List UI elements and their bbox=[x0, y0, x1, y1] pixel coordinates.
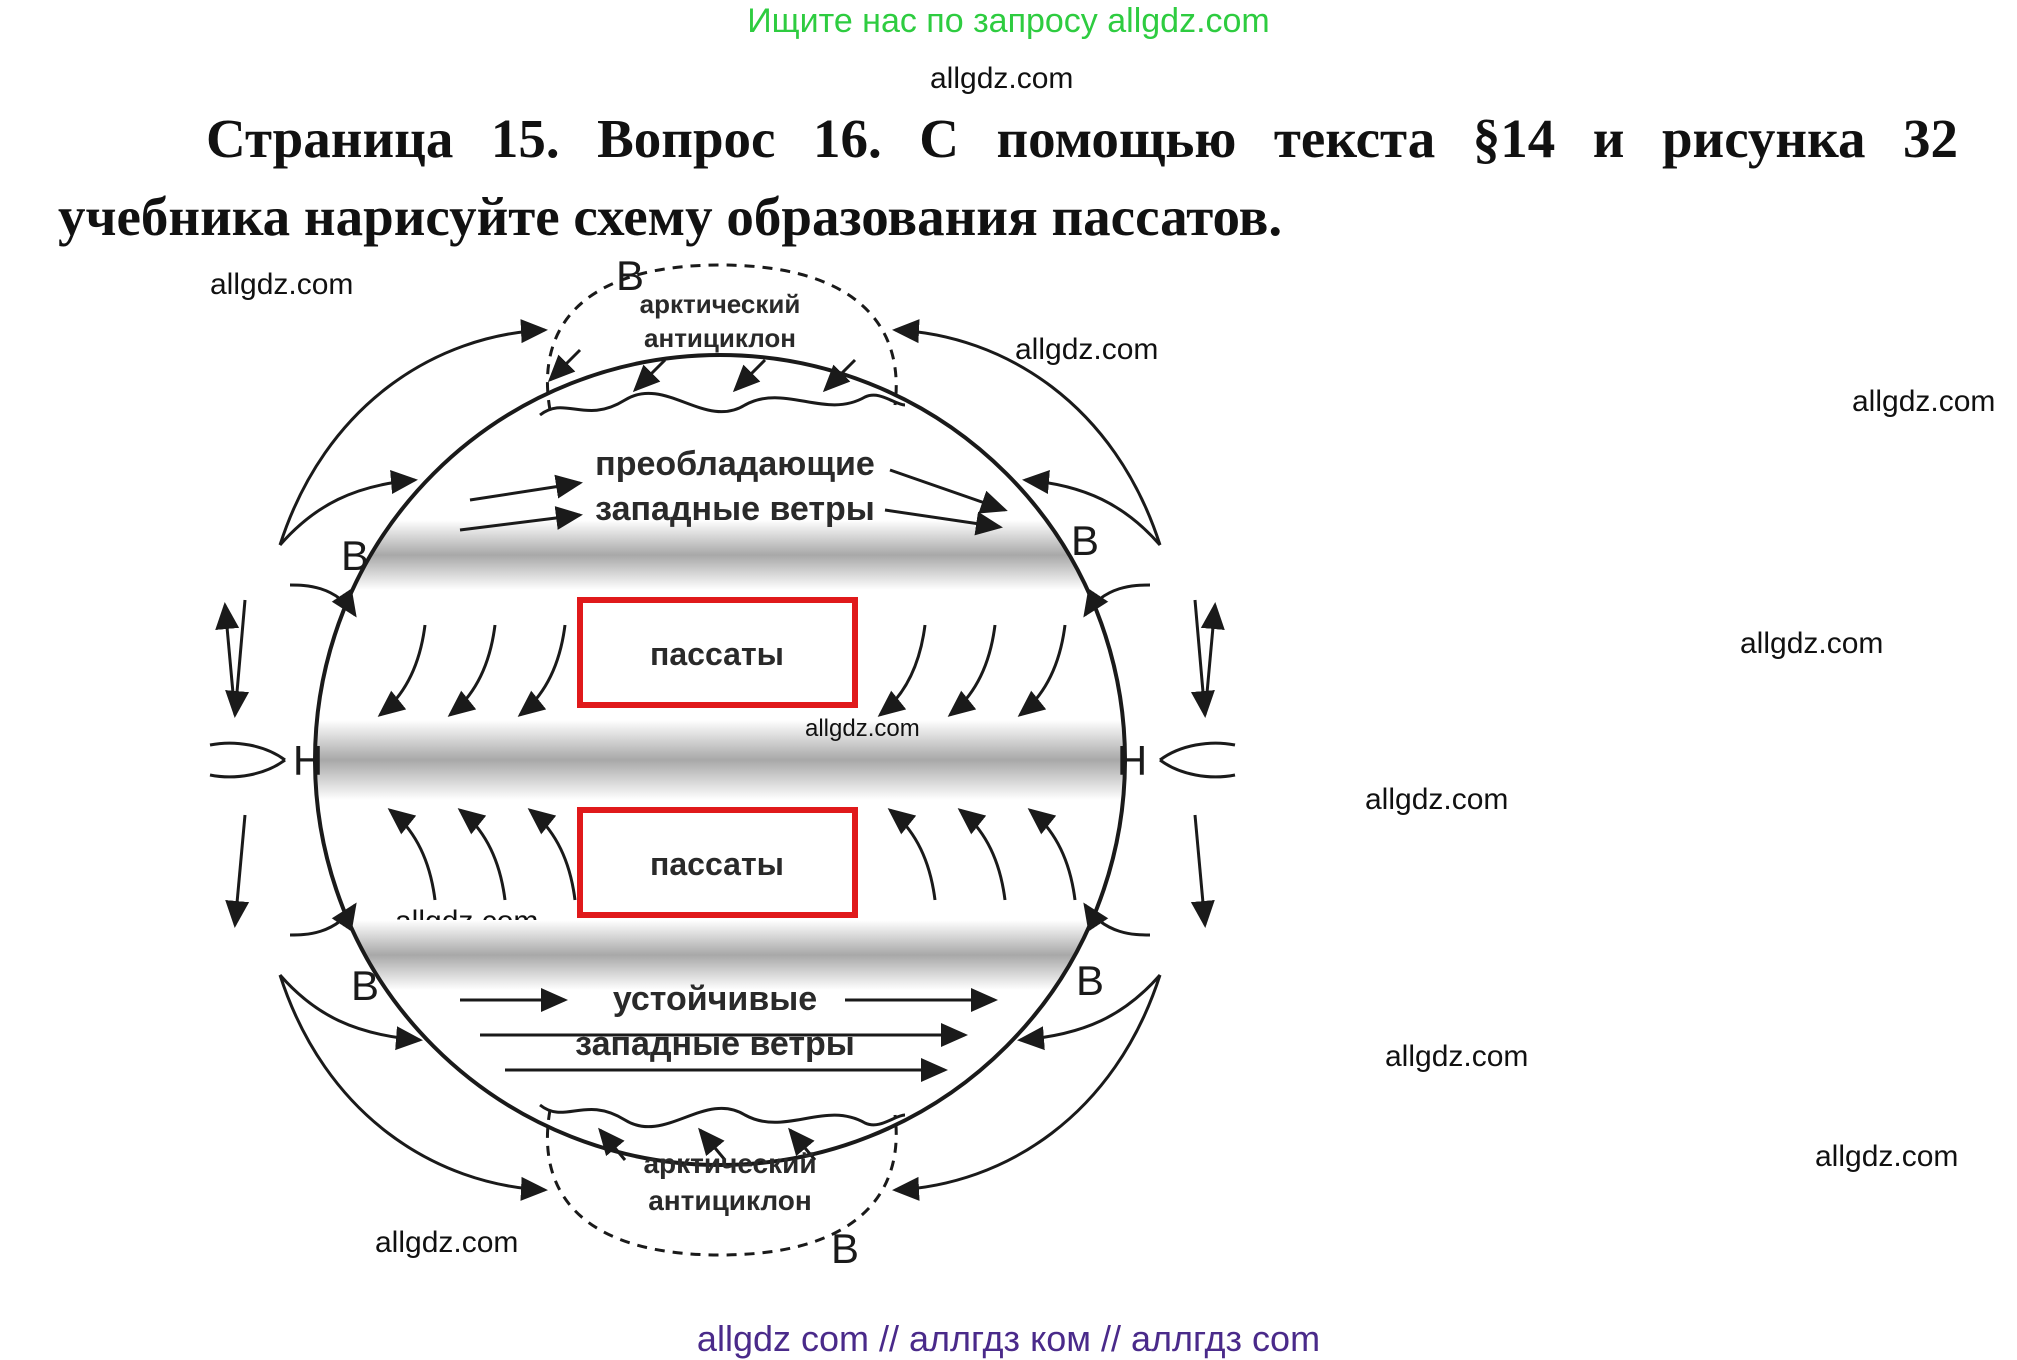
arctic-anticyclone-bottom-dome bbox=[545, 1109, 898, 1257]
arctic-anticyclone-top-dome bbox=[545, 263, 898, 411]
high-pressure-letter: В bbox=[1076, 957, 1104, 1004]
arctic-front-top bbox=[539, 392, 906, 417]
arctic-anticyclone-top-line2: антициклон bbox=[644, 323, 796, 353]
heading-line-1: Страница 15. Вопрос 16. С помощью текста… bbox=[58, 100, 1958, 178]
high-pressure-letter: В bbox=[1071, 517, 1099, 564]
arctic-anticyclone-top-line1: арктический bbox=[640, 289, 801, 319]
trade-winds-label-north: пассаты bbox=[650, 636, 784, 672]
heading-word: помощью bbox=[996, 108, 1237, 169]
question-heading: Страница 15. Вопрос 16. С помощью текста… bbox=[58, 100, 1958, 256]
watermark: allgdz.com bbox=[210, 268, 354, 301]
arctic-anticyclone-bottom-line1: арктический bbox=[643, 1148, 816, 1179]
prevailing-westerlies-line1: преобладающие bbox=[595, 445, 875, 483]
heading-word: Вопрос bbox=[597, 108, 776, 169]
low-pressure-letter: Н bbox=[1117, 737, 1147, 784]
arctic-anticyclone-bottom-line2: антициклон bbox=[648, 1185, 812, 1216]
high-pressure-letter: В bbox=[831, 1225, 859, 1272]
heading-word: 32 bbox=[1902, 108, 1958, 169]
heading-word: и bbox=[1592, 108, 1625, 169]
prevailing-westerlies-line2: западные ветры bbox=[595, 490, 875, 528]
stable-westerlies-line1: устойчивые bbox=[613, 980, 817, 1018]
top-banner[interactable]: Ищите нас по запросу allgdz.com bbox=[747, 2, 1270, 40]
watermark: allgdz.com bbox=[375, 1226, 519, 1259]
heading-word: §14 bbox=[1472, 108, 1556, 169]
heading-word: Страница bbox=[206, 108, 454, 169]
heading-line-2: учебника нарисуйте схему образования пас… bbox=[58, 186, 1283, 247]
low-pressure-letter: Н bbox=[293, 737, 323, 784]
side-cells bbox=[209, 583, 1236, 937]
outer-circulation bbox=[278, 319, 1162, 1201]
westerlies-arrows bbox=[459, 468, 1008, 1082]
heading-word: текста bbox=[1273, 108, 1436, 169]
watermark: allgdz.com bbox=[1385, 1040, 1529, 1073]
trade-winds-diagram: пассаты пассаты арктический антициклон п… bbox=[209, 255, 1236, 1272]
high-pressure-letter: В bbox=[616, 255, 644, 299]
high-pressure-letter: В bbox=[351, 962, 379, 1009]
arctic-front-bottom bbox=[539, 1103, 906, 1128]
watermark: allgdz.com bbox=[1365, 783, 1509, 816]
trade-winds-box-south bbox=[577, 807, 858, 918]
anticyclone-outflow-arrows bbox=[547, 348, 857, 1161]
trade-wind-arrows-south bbox=[387, 808, 1077, 901]
pressure-belts bbox=[315, 520, 1125, 990]
high-pressure-letter: В bbox=[341, 532, 369, 579]
trade-winds-label-south: пассаты bbox=[650, 846, 784, 882]
heading-word: 16. bbox=[812, 108, 882, 169]
heading-word: С bbox=[919, 108, 959, 169]
watermark: allgdz.com bbox=[930, 62, 1074, 95]
watermark: allgdz.com bbox=[1852, 385, 1996, 418]
stable-westerlies-line2: западные ветры bbox=[575, 1025, 855, 1063]
heading-word: 15. bbox=[490, 108, 560, 169]
watermark: allgdz.com bbox=[1740, 627, 1884, 660]
watermark: allgdz.com bbox=[805, 715, 920, 742]
bottom-links-bar[interactable]: allgdz com // аллгдз ком // аллгдз com bbox=[696, 1318, 1321, 1359]
heading-word: рисунка bbox=[1661, 108, 1866, 169]
watermark: allgdz.com bbox=[1815, 1140, 1959, 1173]
trade-winds-box-north bbox=[577, 597, 858, 708]
trade-wind-arrows-north bbox=[377, 624, 1067, 717]
earth-circle bbox=[313, 353, 1127, 1167]
watermark: allgdz.com bbox=[1015, 333, 1159, 366]
